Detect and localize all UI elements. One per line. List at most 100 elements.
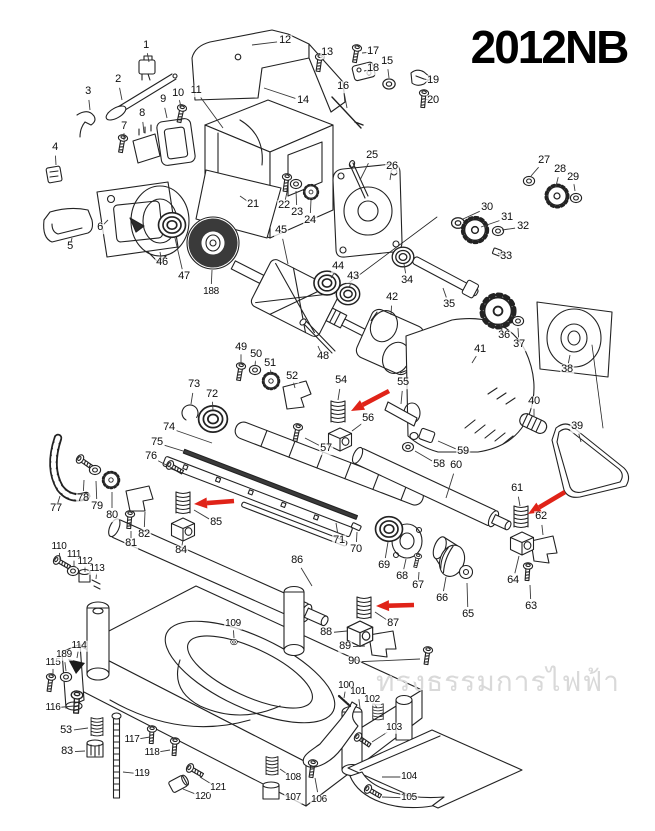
- leader-line-70: [355, 531, 358, 543]
- leader-line-39: [578, 433, 582, 443]
- part-label-17: 17: [366, 45, 380, 58]
- part-label-102: 102: [363, 693, 381, 706]
- leader-line-101: [358, 699, 361, 709]
- part-label-16: 16: [336, 80, 350, 93]
- leader-line-6: [103, 219, 109, 225]
- part-label-51: 51: [263, 357, 277, 370]
- part-label-26: 26: [385, 160, 399, 173]
- leader-line-38: [567, 354, 571, 364]
- part-label-60: 60: [449, 459, 463, 472]
- part-label-67: 67: [411, 579, 425, 592]
- leader-line-15: [387, 69, 390, 79]
- leader-line-22: [284, 191, 288, 200]
- part-label-25: 25: [365, 149, 379, 162]
- leader-line-64: [514, 555, 520, 574]
- leader-line-45: [282, 238, 289, 265]
- leader-line-188: [210, 269, 213, 285]
- leader-line-47: [174, 237, 183, 270]
- part-label-108: 108: [284, 771, 302, 784]
- highlight-arrow-4: [528, 490, 567, 514]
- base-cluster: [59, 565, 523, 809]
- leader-line-37: [517, 327, 519, 338]
- watermark-text: ทรงธรรมการไฟฟ้า: [376, 666, 620, 697]
- part-label-111: 111: [65, 548, 83, 561]
- leader-line-54: [337, 388, 341, 401]
- leader-line-36: [499, 323, 503, 331]
- leader-line-90: [361, 658, 421, 663]
- part-label-82: 82: [137, 528, 151, 541]
- leader-line-35: [442, 287, 447, 298]
- part-label-70: 70: [349, 543, 363, 556]
- part-label-109: 109: [224, 617, 242, 630]
- leader-line-56: [351, 423, 362, 432]
- part-label-24: 24: [303, 214, 317, 227]
- part-label-21: 21: [246, 198, 260, 211]
- leader-line-58: [414, 450, 433, 462]
- leader-line-109: [233, 630, 235, 639]
- leader-line-48: [317, 345, 322, 353]
- part-label-65: 65: [461, 608, 475, 621]
- part-label-39: 39: [570, 420, 584, 433]
- leader-line-110: [59, 552, 61, 561]
- part-label-89: 89: [338, 640, 352, 653]
- leader-line-32: [501, 227, 516, 231]
- part-label-189: 189: [55, 648, 73, 661]
- part-label-78: 78: [76, 492, 90, 505]
- leader-line-51: [270, 368, 272, 376]
- part-label-34: 34: [400, 274, 414, 287]
- leader-line-76: [157, 460, 173, 469]
- part-label-104: 104: [400, 770, 418, 783]
- part-label-107: 107: [284, 791, 302, 804]
- motor-cluster: [130, 185, 630, 580]
- part-label-27: 27: [537, 154, 551, 167]
- part-label-84: 84: [174, 544, 188, 557]
- leader-line-24: [309, 199, 312, 214]
- leader-line-63: [529, 584, 532, 600]
- part-label-36: 36: [497, 329, 511, 342]
- leader-line-84: [181, 539, 184, 547]
- leader-line-105: [381, 796, 402, 799]
- leader-line-89: [352, 645, 366, 648]
- part-label-119: 119: [133, 767, 151, 780]
- part-label-40: 40: [527, 395, 541, 408]
- leader-line-12: [251, 41, 278, 46]
- armature-shape: [230, 259, 369, 338]
- leader-line-85: [193, 509, 210, 520]
- part-label-74: 74: [162, 421, 176, 434]
- leader-line-16: [344, 94, 348, 109]
- leader-line-189: [64, 662, 67, 672]
- part-label-43: 43: [346, 270, 360, 283]
- part-label-55: 55: [396, 376, 410, 389]
- part-label-18: 18: [366, 62, 380, 75]
- leader-line-67: [418, 571, 420, 580]
- leader-line-82: [143, 511, 146, 528]
- part-label-56: 56: [361, 412, 375, 425]
- leader-line-103: [371, 731, 388, 743]
- part-label-71: 71: [332, 534, 346, 547]
- part-label-32: 32: [516, 220, 530, 233]
- part-label-46: 46: [155, 256, 169, 269]
- part-label-4: 4: [51, 141, 59, 154]
- leader-line-114: [76, 651, 79, 659]
- leader-line-3: [88, 99, 91, 111]
- part-label-115: 115: [44, 656, 62, 669]
- part-label-88: 88: [319, 626, 333, 639]
- part-label-30: 30: [480, 201, 494, 214]
- leader-line-72: [212, 401, 214, 411]
- part-label-106: 106: [310, 793, 328, 806]
- part-label-45: 45: [274, 224, 288, 237]
- leader-line-26: [389, 172, 392, 181]
- part-label-86: 86: [290, 554, 304, 567]
- part-label-73: 73: [187, 378, 201, 391]
- part-label-79: 79: [90, 500, 104, 513]
- part-label-37: 37: [512, 338, 526, 351]
- part-label-117: 117: [123, 733, 141, 746]
- leader-line-43: [348, 281, 352, 289]
- part-label-52: 52: [285, 370, 299, 383]
- leader-line-55: [400, 390, 403, 405]
- leader-line-11: [200, 97, 224, 129]
- leader-line-79: [95, 480, 98, 500]
- part-label-9: 9: [159, 93, 167, 106]
- part-label-53: 53: [59, 724, 73, 737]
